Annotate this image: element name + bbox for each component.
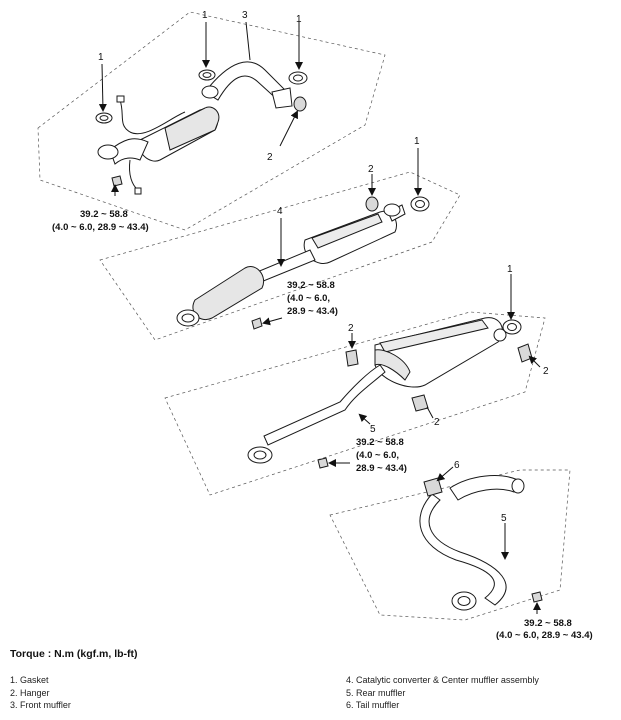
leader-c2d bbox=[528, 355, 541, 368]
rear-outlet-flange bbox=[493, 328, 507, 342]
legend-item-hanger: 2. Hanger bbox=[10, 687, 50, 698]
callout-2a: 2 bbox=[267, 152, 273, 163]
legend-left: 1. Gasket 2. Hanger 3. Front muffler bbox=[10, 674, 71, 712]
legend-right: 4. Catalytic converter & Center muffler … bbox=[346, 674, 539, 712]
torque-spec-3-line1: 39.2 ~ 58.8 bbox=[356, 437, 404, 448]
hanger-front bbox=[293, 96, 307, 112]
torque-spec-4-line1: 39.2 ~ 58.8 bbox=[524, 618, 572, 629]
callout-3: 3 bbox=[242, 10, 248, 21]
sensor-connector-2 bbox=[134, 187, 142, 195]
torque-spec-1-line1: 39.2 ~ 58.8 bbox=[80, 209, 128, 220]
center-inlet-flange-inner bbox=[181, 313, 195, 323]
callout-2b: 2 bbox=[368, 164, 374, 175]
rear-muffler bbox=[247, 317, 533, 469]
front-muffler-outline bbox=[37, 11, 386, 231]
torque-spec-2-line3: 28.9 ~ 43.4) bbox=[287, 306, 338, 317]
front-flange-top bbox=[201, 85, 219, 99]
torque-spec-2: 39.2 ~ 58.8 (4.0 ~ 6.0, 28.9 ~ 43.4) bbox=[287, 280, 338, 317]
callout-1b: 1 bbox=[202, 10, 208, 21]
leader-t2 bbox=[262, 317, 283, 326]
torque-spec-3-line3: 28.9 ~ 43.4) bbox=[356, 463, 407, 474]
center-mount-nut bbox=[251, 317, 263, 330]
leader-c1a bbox=[98, 63, 107, 112]
tail-inlet-flange-inner bbox=[457, 596, 471, 606]
front-cat-body bbox=[164, 106, 220, 151]
rear-muffler-outline bbox=[164, 311, 546, 496]
group-outlines bbox=[37, 11, 571, 621]
torque-spec-1-line2: (4.0 ~ 6.0, 28.9 ~ 43.4) bbox=[52, 222, 149, 233]
hanger-rear-left bbox=[345, 349, 359, 367]
leader-c2a bbox=[279, 110, 298, 147]
gasket-front-top-inner bbox=[202, 72, 212, 78]
callout-4: 4 bbox=[277, 206, 283, 217]
catalytic-converter bbox=[192, 266, 264, 320]
hanger-rear-bottom bbox=[411, 394, 429, 412]
callout-1c: 1 bbox=[296, 14, 302, 25]
leader-c3 bbox=[245, 21, 251, 61]
torque-spec-1: 39.2 ~ 58.8 (4.0 ~ 6.0, 28.9 ~ 43.4) bbox=[52, 209, 149, 233]
torque-spec-3: 39.2 ~ 58.8 (4.0 ~ 6.0, 28.9 ~ 43.4) bbox=[356, 437, 407, 474]
torque-spec-3-line2: (4.0 ~ 6.0, bbox=[356, 450, 399, 461]
callout-6: 6 bbox=[454, 460, 460, 471]
callout-5b: 5 bbox=[501, 513, 507, 524]
sensor-connector bbox=[116, 95, 125, 103]
gasket-front-rear-inner bbox=[293, 74, 303, 82]
front-manifold-pipe bbox=[109, 138, 149, 165]
callout-2c: 2 bbox=[348, 323, 354, 334]
callout-5a: 5 bbox=[370, 424, 376, 435]
legend-item-front-muffler: 3. Front muffler bbox=[10, 700, 71, 710]
leader-c6 bbox=[436, 466, 454, 482]
rear-intermediate-pipe bbox=[263, 364, 386, 446]
legend-item-gasket: 1. Gasket bbox=[10, 675, 49, 685]
rear-inlet-flange-inner bbox=[253, 450, 267, 460]
tail-pipe-outlet bbox=[511, 478, 525, 494]
oxygen-sensor-wire-2 bbox=[129, 159, 139, 191]
front-flange-left bbox=[97, 144, 119, 160]
gasket-center-inner bbox=[415, 200, 425, 208]
center-muffler-highlight bbox=[311, 213, 383, 249]
callout-labels: 1 3 1 1 2 2 1 4 1 2 2 2 5 6 5 bbox=[98, 10, 549, 524]
torque-spec-2-line1: 39.2 ~ 58.8 bbox=[287, 280, 335, 291]
tail-hanger bbox=[423, 477, 443, 497]
front-muffler bbox=[95, 61, 308, 195]
rear-mount-nut bbox=[317, 457, 329, 469]
tail-mount-nut bbox=[531, 591, 543, 603]
tail-muffler bbox=[419, 475, 543, 611]
torque-spec-4: 39.2 ~ 58.8 (4.0 ~ 6.0, 28.9 ~ 43.4) bbox=[496, 618, 593, 640]
front-mount-bolt bbox=[111, 175, 123, 187]
center-assembly bbox=[176, 196, 430, 330]
leader-c2e bbox=[426, 406, 434, 419]
oxygen-sensor-wire bbox=[119, 99, 186, 135]
gasket-rear-inner bbox=[507, 323, 517, 331]
gasket-front-left-inner bbox=[99, 115, 109, 121]
legend-item-catalytic-converter: 4. Catalytic converter & Center muffler … bbox=[346, 675, 539, 685]
hanger-rear-right bbox=[517, 343, 533, 363]
tail-pipe-curve bbox=[419, 493, 507, 606]
callout-2e: 2 bbox=[434, 417, 440, 428]
hanger-center bbox=[365, 196, 379, 212]
torque-spec-2-line2: (4.0 ~ 6.0, bbox=[287, 293, 330, 304]
torque-spec-4-line2: (4.0 ~ 6.0, 28.9 ~ 43.4) bbox=[496, 630, 593, 640]
callout-1e: 1 bbox=[507, 264, 513, 275]
callout-1d: 1 bbox=[414, 136, 420, 147]
leader-c5a bbox=[358, 413, 371, 425]
callout-1a: 1 bbox=[98, 52, 104, 63]
leader-lines bbox=[98, 21, 541, 614]
legend-item-rear-muffler: 5. Rear muffler bbox=[346, 687, 406, 698]
center-outlet-flange bbox=[383, 203, 401, 217]
torque-units-title: Torque : N.m (kgf.m, lb-ft) bbox=[10, 648, 138, 660]
front-rear-bracket bbox=[271, 87, 293, 109]
center-assembly-outline bbox=[99, 171, 461, 341]
tail-pipe-top bbox=[449, 475, 519, 501]
exhaust-system-diagram: 1 3 1 1 2 2 1 4 1 2 2 2 5 6 5 39.2 ~ 58.… bbox=[37, 10, 593, 640]
rear-muffler-top bbox=[379, 319, 489, 353]
legend-item-tail-muffler: 6. Tail muffler bbox=[346, 700, 400, 710]
callout-2d: 2 bbox=[543, 366, 549, 377]
